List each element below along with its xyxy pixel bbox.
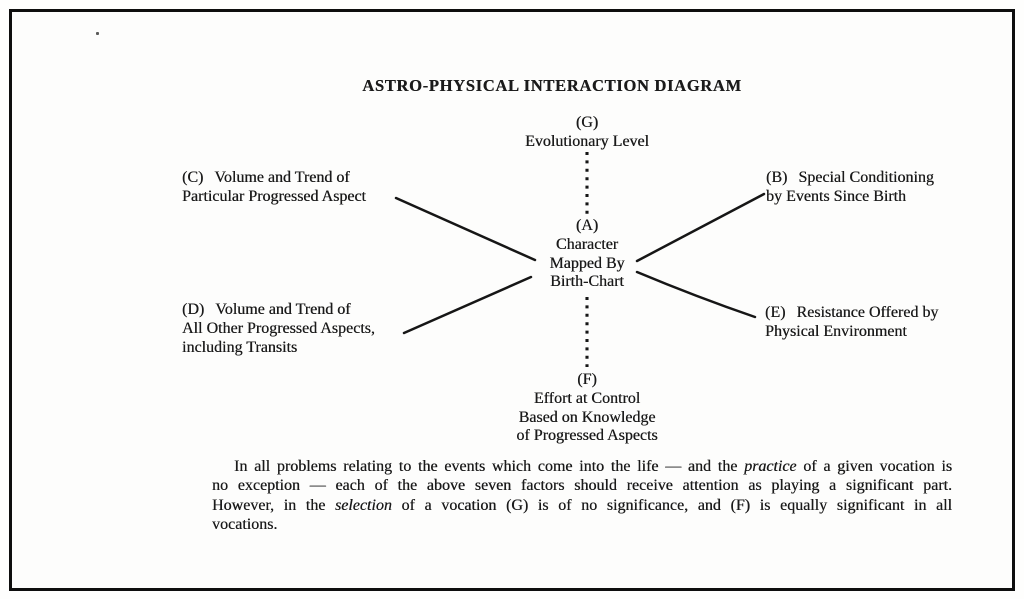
caption-part3: of a vocation (G) is of no significance,…: [212, 496, 952, 534]
label-d-line2: All Other Progressed Aspects,: [182, 319, 375, 337]
label-b-id: (B): [766, 169, 788, 186]
label-d-text1: Volume and Trend of: [215, 301, 351, 318]
caption-part1: In all problems relating to the events w…: [234, 458, 745, 475]
diagram-title: ASTRO-PHYSICAL INTERACTION DIAGRAM: [362, 76, 742, 95]
node-a-label-line3: Birth-Chart: [550, 273, 624, 291]
label-d-line3: including Transits: [182, 338, 298, 356]
node-a-label-line1: Character: [555, 235, 619, 253]
label-d-id: (D): [182, 301, 205, 318]
node-g: (G) Evolutionary Level: [467, 114, 707, 152]
node-f-label-line3: of Progressed Aspects: [516, 427, 658, 445]
node-a-id: (A): [575, 217, 599, 234]
label-e-id: (E): [765, 304, 786, 321]
label-e-line1: (E) Resistance Offered by: [765, 304, 938, 323]
label-c-line2: Particular Progressed Aspect: [182, 187, 366, 205]
label-e-text1: Resistance Offered by: [796, 304, 939, 321]
ink-speck-artifact: [96, 32, 99, 35]
label-e: (E) Resistance Offered by Physical Enviro…: [765, 304, 938, 342]
caption-italic-selection: selection: [334, 496, 392, 514]
node-f-label-line2: Based on Knowledge: [518, 408, 656, 426]
node-a-label-line2: Mapped By: [549, 254, 625, 272]
node-a: (A) Character Mapped By Birth-Chart: [467, 217, 707, 292]
node-f: (F) Effort at Control Based on Knowledge…: [467, 371, 707, 446]
node-g-id: (G): [575, 114, 599, 131]
label-c: (C) Volume and Trend of Particular Progre…: [182, 169, 366, 207]
label-d-line1: (D) Volume and Trend of: [182, 301, 375, 320]
caption-part2: of a given vocation is no exception — ea…: [212, 458, 952, 514]
label-b-line2: by Events Since Birth: [766, 187, 906, 205]
caption-paragraph: In all problems relating to the events w…: [212, 457, 952, 535]
label-c-line1: (C) Volume and Trend of: [182, 169, 366, 188]
node-f-id: (F): [577, 371, 597, 388]
caption-italic-practice: practice: [744, 458, 797, 475]
label-b-line1: (B) Special Conditioning: [766, 169, 934, 188]
label-d: (D) Volume and Trend of All Other Progres…: [182, 301, 375, 357]
label-c-text1: Volume and Trend of: [214, 169, 350, 186]
label-c-id: (C): [182, 169, 204, 186]
label-b: (B) Special Conditioning by Events Since …: [766, 169, 934, 207]
node-g-label: Evolutionary Level: [525, 132, 649, 150]
label-b-text1: Special Conditioning: [798, 169, 934, 186]
label-e-line2: Physical Environment: [765, 322, 907, 340]
node-f-label-line1: Effort at Control: [533, 389, 641, 407]
